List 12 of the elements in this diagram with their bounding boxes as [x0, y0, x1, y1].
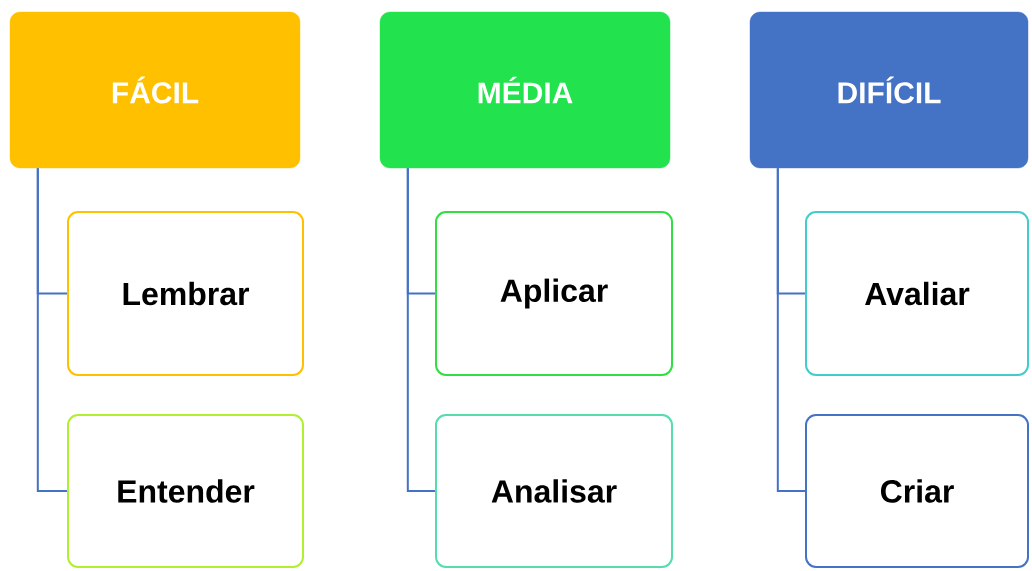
connector-line	[776, 167, 806, 492]
level-box: Criar	[805, 414, 1029, 568]
connector-line	[36, 167, 68, 492]
level-box: Aplicar	[435, 211, 673, 376]
header-box: MÉDIA	[379, 11, 671, 169]
level-box: Avaliar	[805, 211, 1029, 376]
header-box: DIFÍCIL	[749, 11, 1029, 169]
level-box: Entender	[67, 414, 304, 568]
connector-line	[406, 167, 436, 492]
header-box: FÁCIL	[9, 11, 301, 169]
level-box: Lembrar	[67, 211, 304, 376]
level-box: Analisar	[435, 414, 673, 568]
